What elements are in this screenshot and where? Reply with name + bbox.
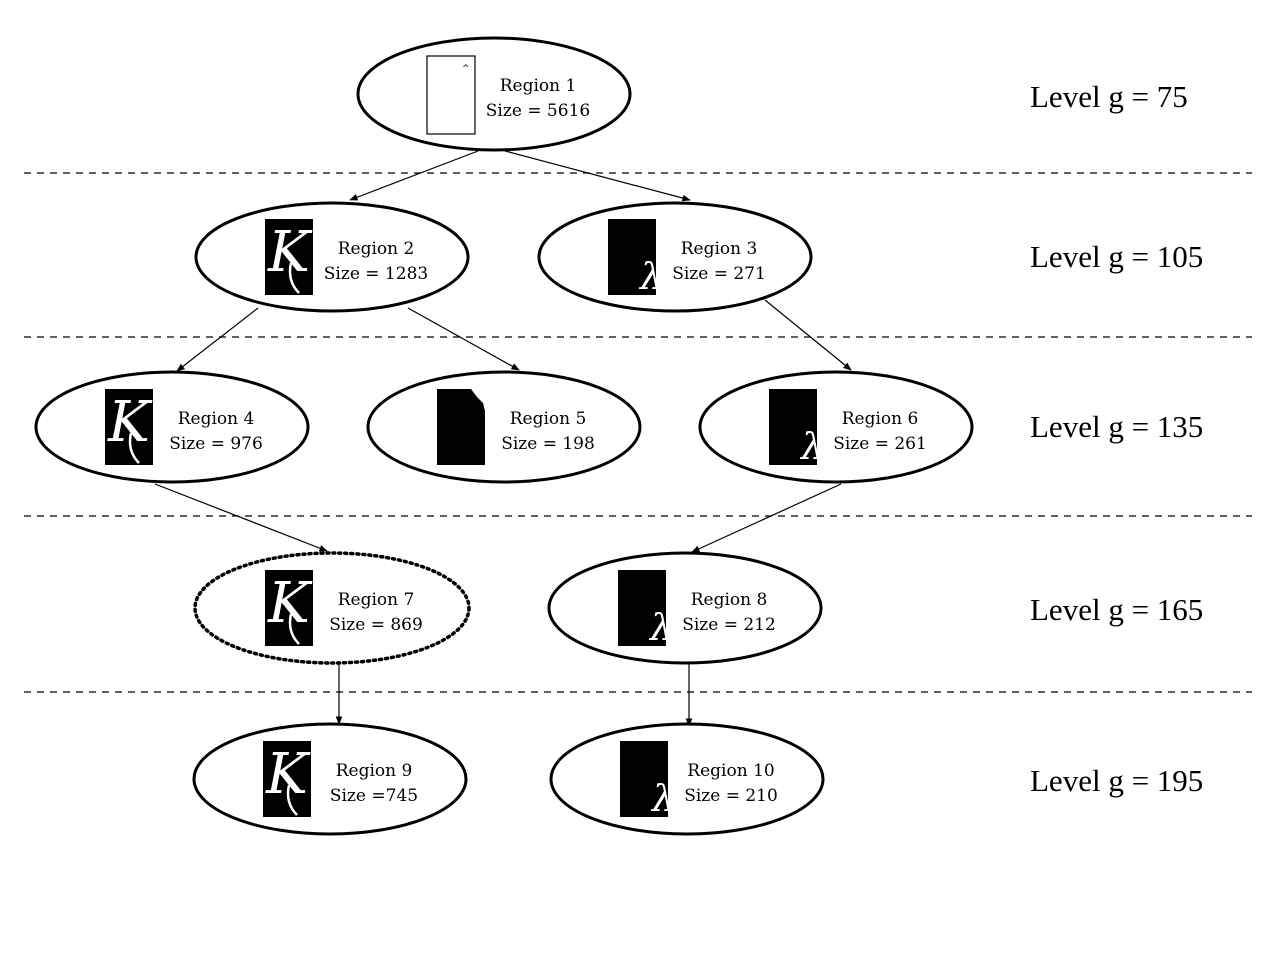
region-name-label: Region 5 [510, 409, 587, 429]
region-name-label: Region 1 [500, 76, 577, 96]
region-node-1: ^ Region 1 Size = 5616 [356, 36, 632, 152]
region-node-5: Region 5 Size = 198 [366, 370, 642, 484]
region-thumbnail: λ [618, 570, 673, 649]
region-ellipse [34, 370, 310, 484]
svg-text:^: ^ [462, 64, 470, 74]
region-ellipse [194, 201, 470, 313]
region-ellipse-dotted [193, 551, 471, 665]
region-size-label: Size = 271 [672, 264, 766, 284]
level-label-3: Level g = 135 [1030, 409, 1203, 444]
region-node-2: K Region 2 Size = 1283 [194, 201, 470, 313]
region-name-label: Region 2 [338, 239, 415, 259]
region-node-4: K Region 4 Size = 976 [34, 370, 310, 484]
edge-region-2-to-region-5 [407, 307, 520, 371]
region-ellipse [192, 722, 468, 836]
edge-region-1-to-region-3 [504, 150, 691, 202]
region-thumbnail: λ [620, 741, 675, 820]
tree-edges [154, 150, 852, 727]
region-size-label: Size = 261 [833, 434, 927, 454]
region-name-label: Region 10 [687, 761, 774, 781]
lambda-glyph: λ [638, 257, 663, 298]
region-name-label: Region 3 [681, 239, 758, 259]
region-size-label: Size = 198 [501, 434, 595, 454]
region-ellipse [698, 370, 974, 484]
region-size-label: Size = 210 [684, 786, 778, 806]
region-ellipse [547, 551, 823, 665]
region-thumbnail: λ [769, 389, 824, 468]
edge-region-1-to-region-2 [349, 150, 479, 201]
region-thumbnail: K [105, 389, 153, 465]
level-labels: Level g = 75 Level g = 105 Level g = 135… [1030, 79, 1203, 798]
region-thumbnail: ^ [426, 55, 476, 135]
edge-region-6-to-region-8 [691, 483, 842, 553]
region-name-label: Region 4 [178, 409, 255, 429]
region-thumbnail: K [263, 741, 311, 817]
region-size-label: Size = 869 [329, 615, 423, 635]
region-node-3: λ Region 3 Size = 271 [537, 201, 813, 313]
edge-region-2-to-region-4 [176, 307, 259, 372]
edge-region-4-to-region-7 [154, 483, 328, 552]
region-node-6: λ Region 6 Size = 261 [698, 370, 974, 484]
lambda-glyph: λ [650, 779, 675, 820]
region-node-8: λ Region 8 Size = 212 [547, 551, 823, 665]
region-name-label: Region 8 [691, 590, 768, 610]
region-name-label: Region 6 [842, 409, 919, 429]
region-ellipse [366, 370, 642, 484]
region-ellipse [356, 36, 632, 152]
region-size-label: Size = 5616 [486, 101, 590, 121]
region-ellipse [549, 722, 825, 836]
region-node-9: K Region 9 Size =745 [192, 722, 468, 836]
level-label-1: Level g = 75 [1030, 79, 1188, 114]
region-size-label: Size = 212 [682, 615, 776, 635]
region-size-label: Size = 1283 [324, 264, 428, 284]
region-name-label: Region 7 [338, 590, 415, 610]
region-thumbnail: K [265, 570, 313, 646]
level-label-4: Level g = 165 [1030, 592, 1203, 627]
region-size-label: Size =745 [330, 786, 418, 806]
level-label-2: Level g = 105 [1030, 239, 1203, 274]
region-thumbnail: λ [608, 219, 663, 298]
region-node-7: K Region 7 Size = 869 [193, 551, 471, 665]
region-ellipse [537, 201, 813, 313]
region-thumbnail [437, 389, 485, 465]
lambda-glyph: λ [648, 608, 673, 649]
region-name-label: Region 9 [336, 761, 413, 781]
lambda-glyph: λ [799, 427, 824, 468]
level-separators [24, 172, 1252, 693]
region-size-label: Size = 976 [169, 434, 263, 454]
region-thumbnail: K [265, 219, 313, 295]
region-node-10: λ Region 10 Size = 210 [549, 722, 825, 836]
edge-region-3-to-region-6 [764, 299, 852, 371]
level-label-5: Level g = 195 [1030, 763, 1203, 798]
